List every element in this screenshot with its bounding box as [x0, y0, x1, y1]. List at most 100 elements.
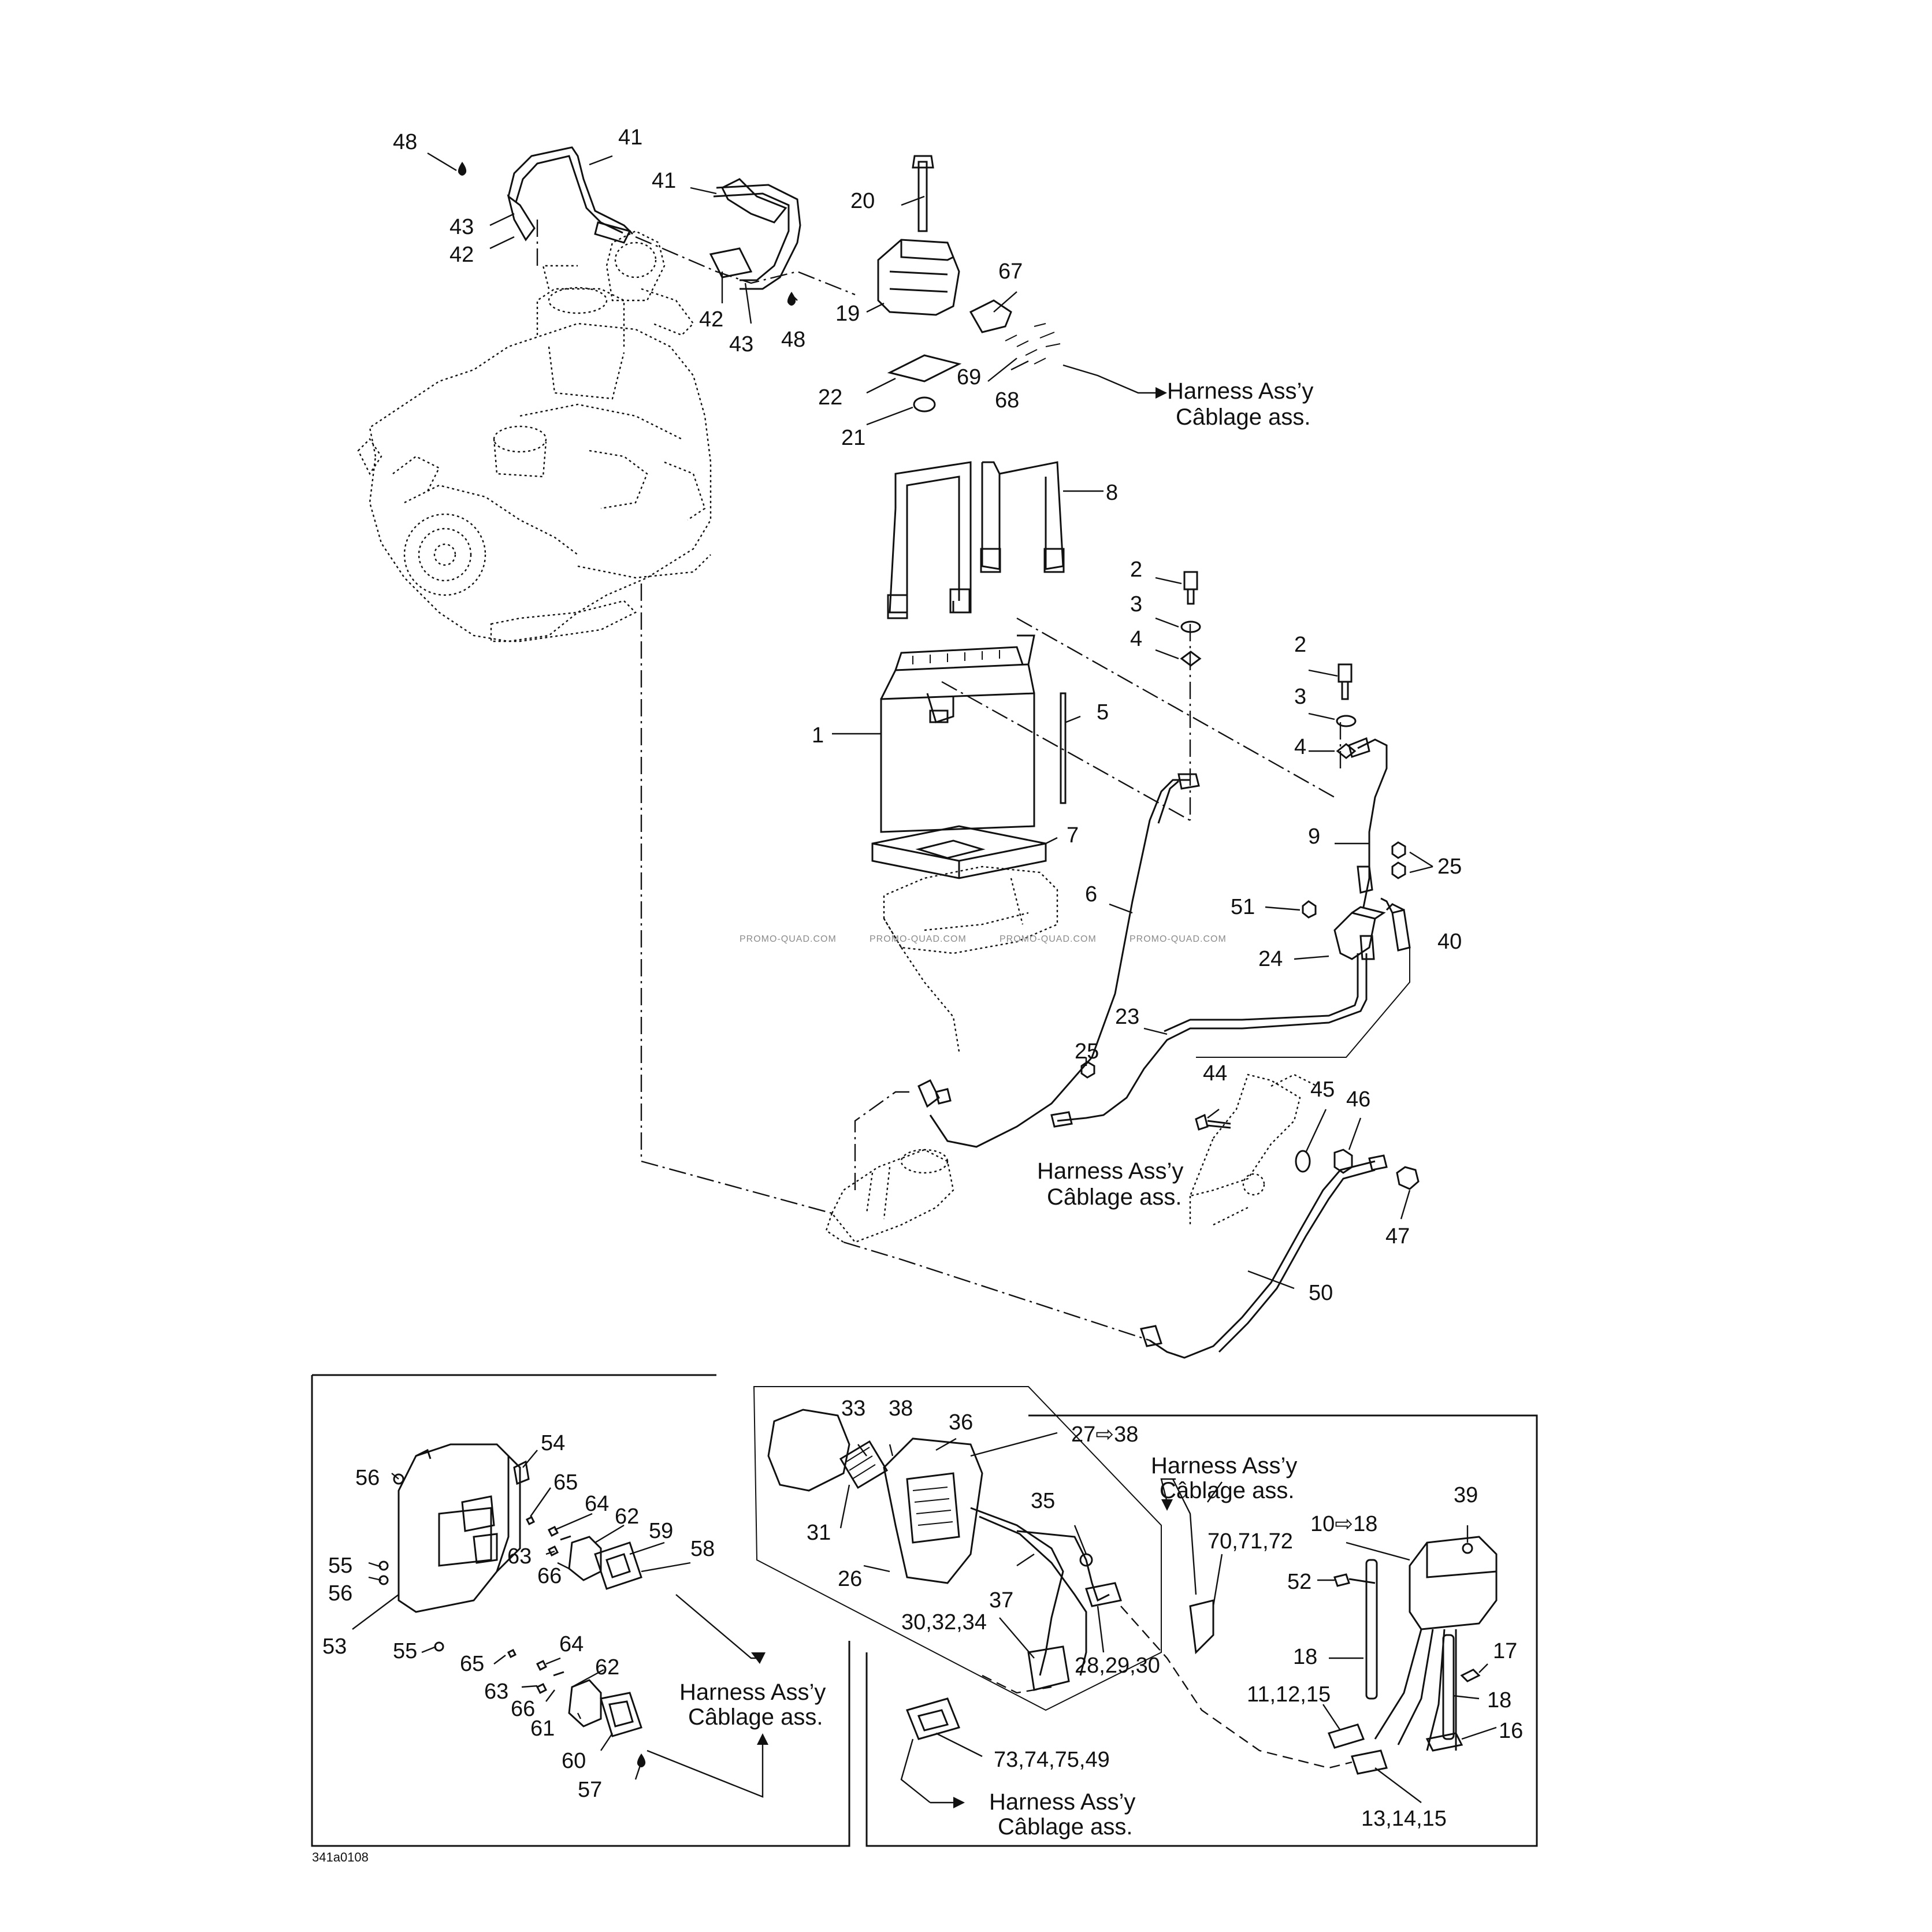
voltage-regulator [767, 1409, 983, 1584]
part-label-24: 24 [1258, 947, 1283, 971]
bolt-51 [1302, 900, 1317, 919]
detail-box-right [865, 1414, 1538, 1847]
part-label-18: 18 [1487, 1688, 1511, 1712]
spark-plug-wire-rear [709, 178, 801, 290]
watermark: PROMO-QUAD.COM [870, 934, 967, 944]
bolt-2b [1337, 663, 1353, 700]
part-label-35: 35 [1031, 1489, 1055, 1513]
connector-70-71-72 [1189, 1599, 1214, 1655]
part-label-6: 6 [1085, 882, 1097, 906]
positive-cable-9 [1348, 737, 1388, 908]
nut-4a [1180, 651, 1202, 667]
seal-61 [568, 1679, 602, 1727]
harness-arrow [1160, 1478, 1176, 1503]
part-label-9: 9 [1308, 824, 1320, 849]
drawing-code: 341a0108 [312, 1850, 369, 1864]
assembly-line-starter [640, 584, 833, 1214]
washer-3b [1336, 715, 1357, 727]
spark-plug-wire-front [507, 146, 634, 244]
negative-cable-6 [917, 773, 1200, 1148]
part-label-31: 31 [807, 1521, 831, 1545]
part-label-44: 44 [1203, 1061, 1227, 1086]
part-label-39: 39 [1454, 1483, 1478, 1507]
part-label-48: 48 [393, 130, 417, 154]
part-label-52: 52 [1287, 1570, 1311, 1594]
part-label-47: 47 [1385, 1224, 1410, 1249]
part-label-16: 16 [1499, 1719, 1523, 1743]
grease-drop-icon [787, 292, 796, 306]
grease-drop-icon [637, 1753, 646, 1767]
part-label-3: 3 [1130, 592, 1142, 616]
battery-straps [887, 461, 1065, 619]
part-label-66: 66 [511, 1697, 535, 1721]
terminal-11-12-15 [1327, 1723, 1365, 1749]
harness-label: Harness Ass’y Câblage ass. [989, 1789, 1135, 1840]
assembly-line-battery [941, 681, 1191, 822]
part-label-65: 65 [460, 1652, 484, 1676]
part-label-68: 68 [995, 388, 1019, 413]
screw-39 [1462, 1543, 1473, 1554]
part-label-19: 19 [835, 302, 860, 326]
assembly-line-cable50 [843, 1241, 1150, 1342]
svg-text:Harness Ass’y: Harness Ass’y [989, 1789, 1135, 1815]
part-label-58: 58 [690, 1537, 715, 1561]
pin-66b [553, 1671, 564, 1677]
nut-4b [1336, 743, 1357, 759]
assembly-line-coil [635, 236, 856, 296]
terminal-16 [1425, 1732, 1463, 1752]
part-label-25: 25 [1437, 854, 1462, 879]
part-label-13-14-15: 13,14,15 [1361, 1807, 1447, 1831]
harness-label: Harness Ass’y Câblage ass. [679, 1680, 826, 1730]
part-label-45: 45 [1310, 1078, 1335, 1102]
bolt-44 [1195, 1113, 1231, 1131]
part-label-46: 46 [1346, 1087, 1370, 1112]
part-label-51: 51 [1231, 895, 1255, 919]
clip-40-hook [1380, 897, 1394, 913]
arrow-head-icon [757, 1733, 768, 1745]
part-label-28-29-30: 28,29,30 [1075, 1654, 1160, 1678]
nut-25c [1080, 1061, 1095, 1079]
part-label-48: 48 [781, 328, 805, 352]
terminal-63a [547, 1545, 559, 1557]
part-label-64: 64 [559, 1632, 584, 1656]
part-label-65: 65 [553, 1470, 578, 1495]
part-label-43: 43 [729, 332, 753, 356]
part-label-63: 63 [484, 1680, 508, 1704]
part-label-37: 37 [989, 1588, 1013, 1613]
pin-66a [560, 1535, 571, 1541]
nut-46 [1333, 1149, 1353, 1174]
connector-59 [594, 1541, 642, 1590]
harness-path [982, 1674, 1052, 1694]
pin-65b [507, 1648, 517, 1659]
part-label-38: 38 [889, 1396, 913, 1421]
connector-28-29-30 [1085, 1582, 1122, 1607]
screw-55a [378, 1561, 389, 1571]
svg-text:Câblage ass.: Câblage ass. [1176, 404, 1310, 430]
connector-73-74-75-49 [905, 1697, 961, 1740]
svg-text:Harness Ass’y: Harness Ass’y [1151, 1453, 1297, 1478]
part-label-43: 43 [449, 215, 474, 239]
svg-text:Câblage ass.: Câblage ass. [688, 1704, 823, 1730]
part-label-20: 20 [850, 189, 875, 213]
harness-path [1120, 1606, 1353, 1769]
svg-text:Harness Ass’y: Harness Ass’y [1037, 1158, 1183, 1184]
svg-text:Câblage ass.: Câblage ass. [1047, 1184, 1182, 1210]
pin-65a [525, 1515, 536, 1526]
starter-nut [935, 1088, 952, 1105]
part-label-17: 17 [1493, 1639, 1517, 1663]
nut-47 [1396, 1166, 1420, 1190]
leader-40 [1196, 948, 1410, 1058]
leader-lines [352, 152, 1497, 1803]
battery-tray-frame [883, 865, 1058, 1052]
clip-40-hook [1385, 903, 1405, 911]
part-label-3: 3 [1294, 685, 1306, 709]
part-label-66: 66 [537, 1564, 562, 1588]
connector-73-74-75-49-face [917, 1709, 949, 1732]
part-label-67: 67 [998, 259, 1023, 284]
arrow-head-icon [1156, 387, 1167, 399]
rectifier-10-18 [1374, 1536, 1498, 1751]
engine-assembly [357, 230, 712, 642]
nut-25b [1391, 861, 1406, 879]
bracket-24 [1333, 906, 1386, 960]
